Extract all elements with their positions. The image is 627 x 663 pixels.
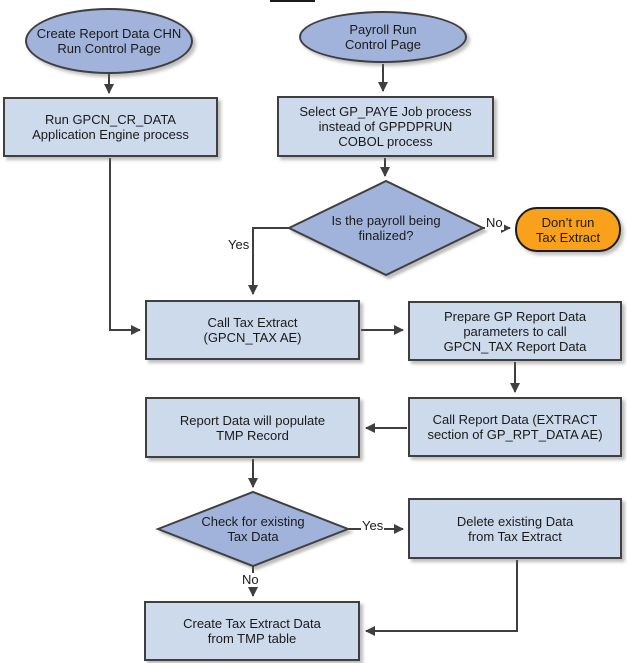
node-label: Report Data will populate TMP Record xyxy=(179,412,326,443)
node-report-data-populate-tmp: Report Data will populate TMP Record xyxy=(145,397,360,458)
edge-label-finalized-yes: Yes xyxy=(227,237,251,252)
edge-finalized-yes-to-calltax xyxy=(248,227,289,295)
edge-label-finalized-no: No xyxy=(485,215,504,230)
decision-is-payroll-finalized-shape xyxy=(286,179,486,277)
node-call-tax-extract: Call Tax Extract (GPCN_TAX AE) xyxy=(145,300,360,360)
node-label: Create Tax Extract Data from TMP table xyxy=(183,616,321,646)
node-label: Prepare GP Report Data parameters to cal… xyxy=(443,308,587,354)
edge-delete-to-create xyxy=(365,560,518,636)
node-delete-existing-data: Delete existing Data from Tax Extract xyxy=(408,498,622,559)
node-label: Create Report Data CHN Run Control Page xyxy=(36,26,182,56)
node-create-report-data-chn-run-control-page: Create Report Data CHN Run Control Page xyxy=(25,8,193,74)
node-run-gpcn-cr-data: Run GPCN_CR_DATA Application Engine proc… xyxy=(3,97,218,157)
node-dont-run-tax-extract: Don’t run Tax Extract xyxy=(515,207,621,252)
node-label: Call Report Data (EXTRACT section of GP_… xyxy=(427,412,603,442)
node-label: Run GPCN_CR_DATA Application Engine proc… xyxy=(32,112,189,142)
node-label: Don’t run Tax Extract xyxy=(535,214,601,245)
edge-label-existing-no: No xyxy=(241,572,260,587)
node-create-tax-extract-data: Create Tax Extract Data from TMP table xyxy=(144,601,360,661)
node-payroll-run-control-page: Payroll Run Control Page xyxy=(299,11,467,63)
node-call-report-data: Call Report Data (EXTRACT section of GP_… xyxy=(408,397,622,457)
node-label: Payroll Run Control Page xyxy=(345,22,421,52)
node-select-gp-paye-job: Select GP_PAYE Job process instead of GP… xyxy=(277,96,494,157)
node-label: Call Tax Extract (GPCN_TAX AE) xyxy=(203,315,302,345)
edge-rungpcn-to-calltax xyxy=(109,158,141,335)
node-prepare-gp-report-data: Prepare GP Report Data parameters to cal… xyxy=(408,301,622,361)
edge-label-existing-yes: Yes xyxy=(361,518,385,533)
decision-check-existing-tax-shape xyxy=(155,490,351,568)
node-label: Select GP_PAYE Job process instead of GP… xyxy=(299,104,472,149)
node-label: Delete existing Data from Tax Extract xyxy=(456,513,574,544)
